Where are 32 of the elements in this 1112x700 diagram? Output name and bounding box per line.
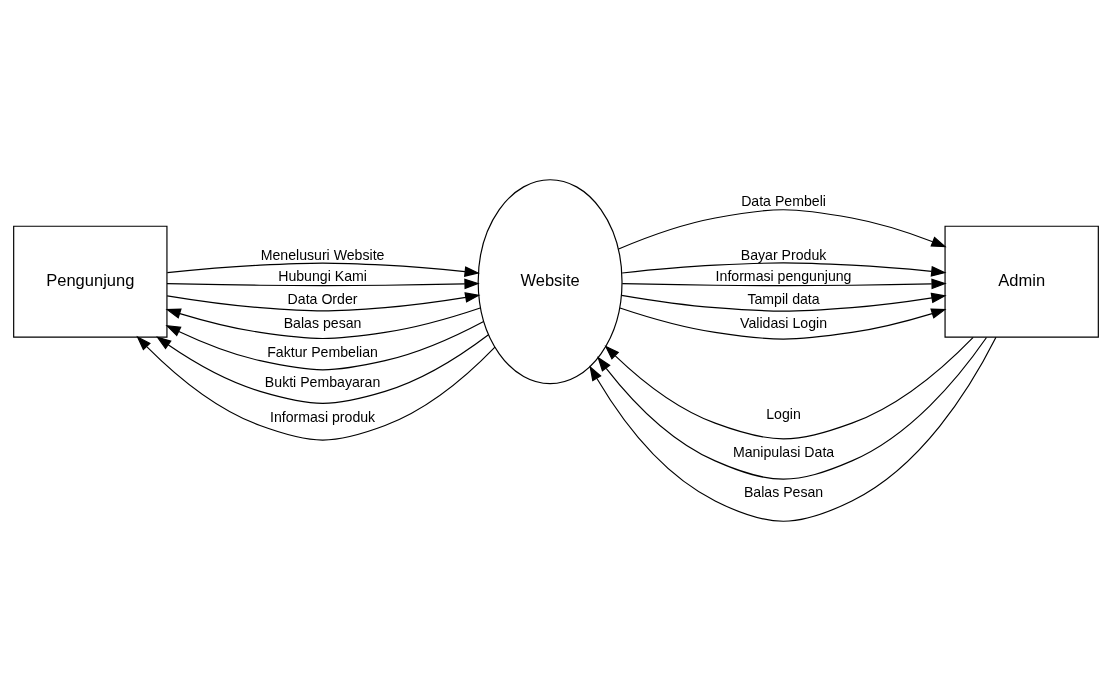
arrow xyxy=(597,336,988,480)
edge-label: Data Pembeli xyxy=(741,192,826,209)
arrow xyxy=(166,262,480,277)
edge-label: Balas Pesan xyxy=(743,483,824,500)
edge-label: Menelusuri Website xyxy=(260,246,385,263)
arrow xyxy=(619,306,947,340)
arrow xyxy=(589,336,997,522)
edge-label: Data Order xyxy=(287,290,358,307)
arrow xyxy=(621,292,947,312)
edge-label: Bayar Produk xyxy=(740,246,827,263)
edge-label: Balas pesan xyxy=(283,314,362,331)
arrow xyxy=(621,261,947,277)
arrow xyxy=(165,306,481,339)
edge-label: Hubungi Kami xyxy=(278,267,367,284)
arrow xyxy=(604,336,974,439)
arrow xyxy=(165,320,485,370)
edge-label: Manipulasi Data xyxy=(732,443,835,460)
arrow xyxy=(166,291,481,311)
node-box: Pengunjung xyxy=(13,225,168,338)
arrow xyxy=(166,278,480,289)
node-box: Admin xyxy=(944,225,1099,338)
arrow xyxy=(156,333,490,404)
edge-label: Informasi pengunjung xyxy=(715,267,852,284)
arrow xyxy=(618,208,947,250)
arrow xyxy=(621,278,947,289)
arrow xyxy=(136,335,496,441)
edge-label: Tampil data xyxy=(747,290,820,307)
edge-label: Validasi Login xyxy=(740,314,827,331)
edge-label: Bukti Pembayaran xyxy=(264,373,381,390)
edge-label: Faktur Pembelian xyxy=(267,343,378,360)
edge-label: Informasi produk xyxy=(269,408,376,425)
edge-label: Login xyxy=(766,405,801,422)
